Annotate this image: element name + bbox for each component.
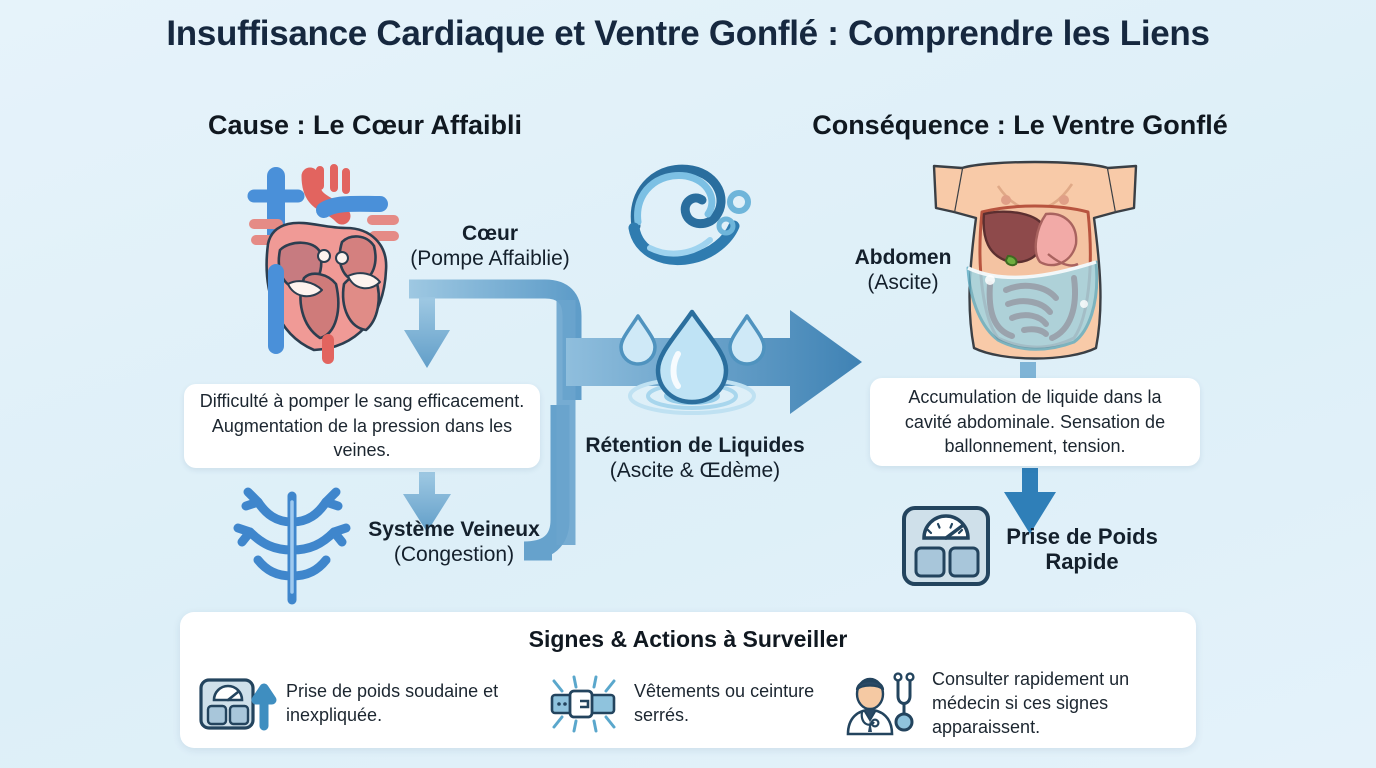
warning-signs-panel: Signes & Actions à Surveiller Prise de p… (180, 612, 1196, 748)
node-label-fluid-retention: Rétention de Liquides (Ascite & Œdème) (562, 434, 828, 483)
list-item: Vêtements ou ceinture serrés. (530, 668, 830, 740)
section-heading-consequence: Conséquence : Le Ventre Gonflé (812, 110, 1228, 140)
node-label-weight-gain: Prise de Poids Rapide (986, 524, 1178, 575)
node-title-fluid-retention: Rétention de Liquides (585, 434, 805, 457)
node-subtitle-fluid-retention: (Ascite & Œdème) (609, 459, 781, 483)
warning-sign-text: Prise de poids soudaine et inexpliquée. (286, 681, 499, 725)
abdomen-torso-icon (928, 152, 1142, 370)
warning-signs-list: Prise de poids soudaine et inexpliquée. (180, 668, 1196, 740)
list-item: Prise de poids soudaine et inexpliquée. (180, 668, 530, 740)
node-title-abdomen: Abdomen (854, 246, 952, 269)
water-droplet-icon (614, 292, 774, 422)
weight-scale-icon (900, 504, 992, 588)
info-card-consequence: Accumulation de liquide dans la cavité a… (870, 378, 1200, 466)
section-heading-cause: Cause : Le Cœur Affaibli (207, 110, 523, 140)
info-card-cause: Difficulté à pomper le sang efficacement… (184, 384, 540, 468)
warning-signs-title: Signes & Actions à Surveiller (528, 626, 848, 652)
node-title-venous-system: Système Veineux (368, 518, 540, 541)
heart-anatomy-icon (232, 158, 418, 364)
list-item: Consulter rapidement un médecin si ces s… (830, 668, 1196, 740)
wave-icon (616, 152, 776, 272)
node-label-heart: Cœur (Pompe Affaiblie) (392, 222, 588, 271)
warning-sign-text: Vêtements ou ceinture serrés. (634, 681, 815, 725)
node-subtitle-weight-gain: Rapide (1045, 549, 1119, 575)
warning-sign-text: Consulter rapidement un médecin si ces s… (932, 669, 1130, 737)
node-subtitle-heart: (Pompe Affaiblie) (410, 247, 570, 271)
doctor-stethoscope-icon (840, 672, 920, 736)
page-title: Insuffisance Cardiaque et Ventre Gonflé … (166, 14, 1210, 53)
node-subtitle-venous-system: (Congestion) (393, 543, 515, 567)
node-label-abdomen: Abdomen (Ascite) (828, 246, 978, 295)
node-title-weight-gain: Prise de Poids (1006, 524, 1158, 549)
tight-belt-icon (544, 673, 622, 735)
node-label-venous-system: Système Veineux (Congestion) (348, 518, 560, 567)
weight-scale-up-icon (198, 674, 277, 734)
node-subtitle-abdomen: (Ascite) (867, 271, 939, 295)
vein-tree-icon (226, 487, 358, 605)
node-title-heart: Cœur (462, 222, 518, 245)
